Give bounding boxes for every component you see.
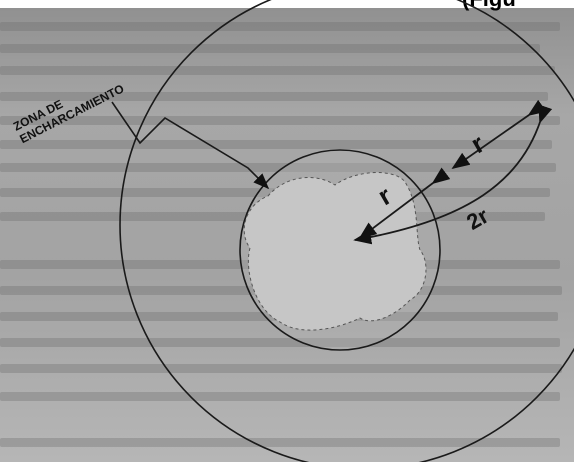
- diameter-arc-arrow: [353, 104, 553, 245]
- waterlogged-area-shape: [243, 172, 427, 331]
- outer-radius-arrow: [451, 99, 547, 170]
- background-text-line: [0, 338, 560, 347]
- background-text-line: [0, 364, 562, 373]
- figure-reference-fragment: (Figu: [462, 0, 516, 12]
- background-text-line: [0, 438, 560, 447]
- background-text-line: [0, 116, 560, 125]
- background-text-line: [0, 92, 548, 101]
- background-text-line: [0, 140, 552, 149]
- outer-radius-label: r: [466, 128, 490, 159]
- outer-circle: [119, 0, 574, 462]
- zone-label: ZONA DE ENCHARCAMIENTO: [11, 81, 126, 146]
- background-text-line: [0, 66, 555, 75]
- background-text-line: [0, 44, 540, 53]
- page-top-margin: [0, 0, 574, 8]
- zone-leader-line: [111, 101, 270, 190]
- diameter-label: 2r: [462, 203, 493, 235]
- background-text-line: [0, 22, 560, 31]
- background-text-line: [0, 392, 560, 401]
- background-text-line: [0, 163, 556, 172]
